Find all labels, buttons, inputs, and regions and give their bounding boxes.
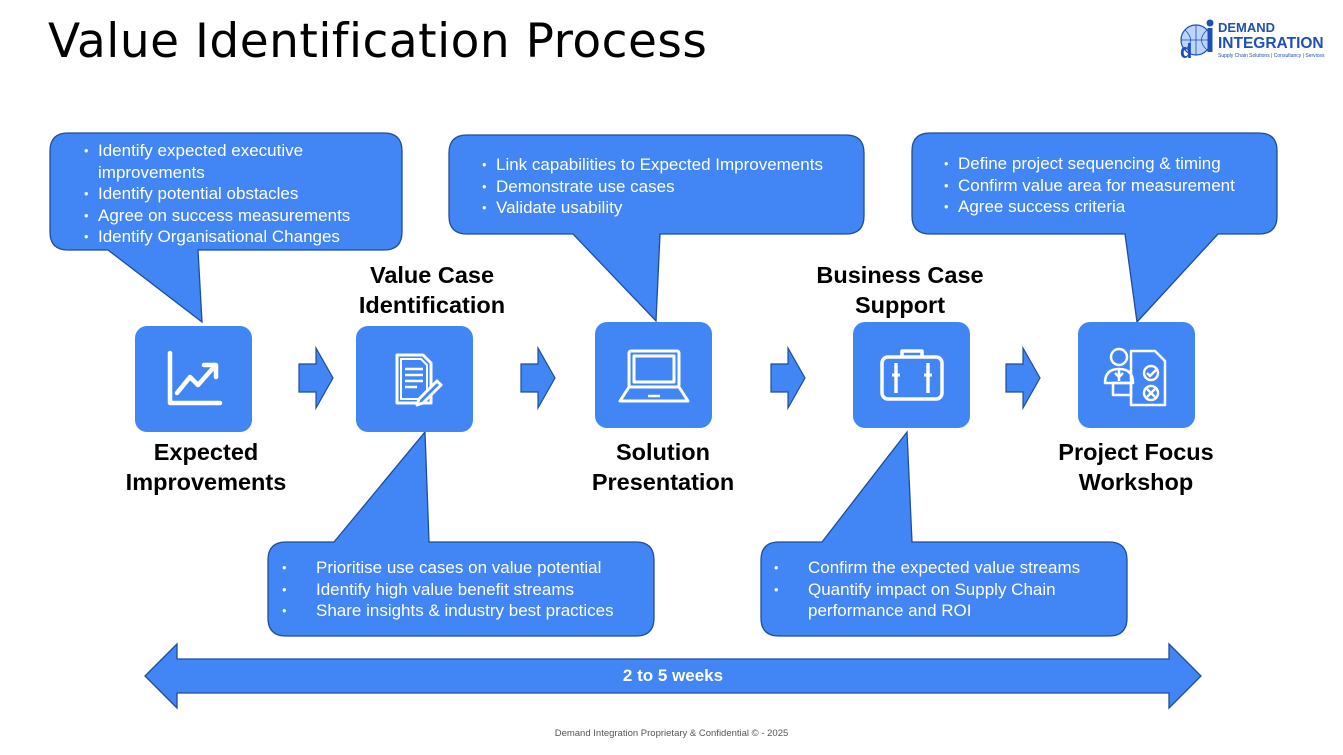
- step-label-line: Improvements: [125, 469, 287, 495]
- step-tile-solution-presentation: [595, 322, 712, 428]
- callout-item: Link capabilities to Expected Improvemen…: [482, 154, 862, 176]
- callout-item: Quantify impact on Supply Chain performa…: [762, 579, 1092, 622]
- footer-confidential: Demand Integration Proprietary & Confide…: [554, 728, 789, 739]
- callout-item: Confirm the expected value streams: [762, 557, 1092, 579]
- flow-arrow-2: [520, 346, 556, 410]
- logo-mark-icon: d: [1180, 19, 1214, 63]
- briefcase-icon: [879, 349, 944, 401]
- laptop-icon: [618, 349, 689, 403]
- step-label-line: Expected: [153, 439, 259, 465]
- callout-item: Validate usability: [482, 197, 862, 219]
- step-label-line: Identification: [358, 292, 506, 318]
- step-label-line: Business Case: [816, 262, 984, 288]
- step-label-line: Project Focus: [1058, 439, 1214, 465]
- step-label-value-case-identification: Value Case Identification: [312, 260, 552, 320]
- callout-expected-improvements: Identify expected executive improvements…: [84, 140, 384, 248]
- step-label-line: Workshop: [1078, 469, 1194, 495]
- callout-business-case-support: Confirm the expected value streams Quant…: [762, 557, 1092, 622]
- callout-item: Agree on success measurements: [84, 205, 384, 227]
- callout-value-case-identification: Prioritise use cases on value potential …: [270, 557, 650, 622]
- step-tile-project-focus-workshop: [1078, 322, 1195, 428]
- logo-name-line2: INTEGRATION: [1218, 35, 1324, 52]
- callout-item: Share insights & industry best practices: [270, 600, 650, 622]
- logo-tagline: Supply Chain Solutions | Consultancy | S…: [1218, 53, 1325, 59]
- step-label-solution-presentation: Solution Presentation: [543, 437, 783, 497]
- callout-item: Identify potential obstacles: [84, 183, 384, 205]
- callout-item: Demonstrate use cases: [482, 176, 862, 198]
- step-label-project-focus-workshop: Project Focus Workshop: [1016, 437, 1256, 497]
- workshop-checklist-icon: [1103, 347, 1166, 407]
- trend-chart-icon: [167, 350, 222, 406]
- timeline-arrow: [144, 642, 1202, 710]
- timeline-label: 2 to 5 weeks: [622, 666, 724, 685]
- callout-item: Confirm value area for measurement: [944, 175, 1274, 197]
- flow-arrow-4: [1005, 346, 1041, 410]
- step-label-line: Value Case: [369, 262, 495, 288]
- flow-arrow-1: [298, 346, 334, 410]
- page-title: Value Identification Process: [48, 14, 708, 69]
- flow-arrow-3: [770, 346, 806, 410]
- company-logo: d DEMAND INTEGRATION Supply Chain Soluti…: [1176, 16, 1336, 64]
- step-tile-value-case-identification: [356, 326, 473, 432]
- logo-name-line1: DEMAND: [1218, 20, 1276, 35]
- step-label-line: Solution: [616, 439, 710, 465]
- step-tile-business-case-support: [853, 322, 970, 428]
- callout-item: Identify high value benefit streams: [270, 579, 650, 601]
- step-label-expected-improvements: Expected Improvements: [86, 437, 326, 497]
- step-label-line: Support: [854, 292, 946, 318]
- step-tile-expected-improvements: [135, 326, 252, 432]
- callout-item: Define project sequencing & timing: [944, 153, 1274, 175]
- callout-project-focus-workshop: Define project sequencing & timing Confi…: [944, 153, 1274, 218]
- document-pen-icon: [395, 353, 442, 407]
- callout-item: Identify expected executive improvements: [84, 140, 384, 183]
- callout-item: Identify Organisational Changes: [84, 226, 384, 248]
- callout-item: Agree success criteria: [944, 196, 1274, 218]
- callout-solution-presentation: Link capabilities to Expected Improvemen…: [482, 154, 862, 219]
- step-label-line: Presentation: [591, 469, 735, 495]
- svg-text:d: d: [1180, 41, 1192, 63]
- step-label-business-case-support: Business Case Support: [780, 260, 1020, 320]
- callout-item: Prioritise use cases on value potential: [270, 557, 650, 579]
